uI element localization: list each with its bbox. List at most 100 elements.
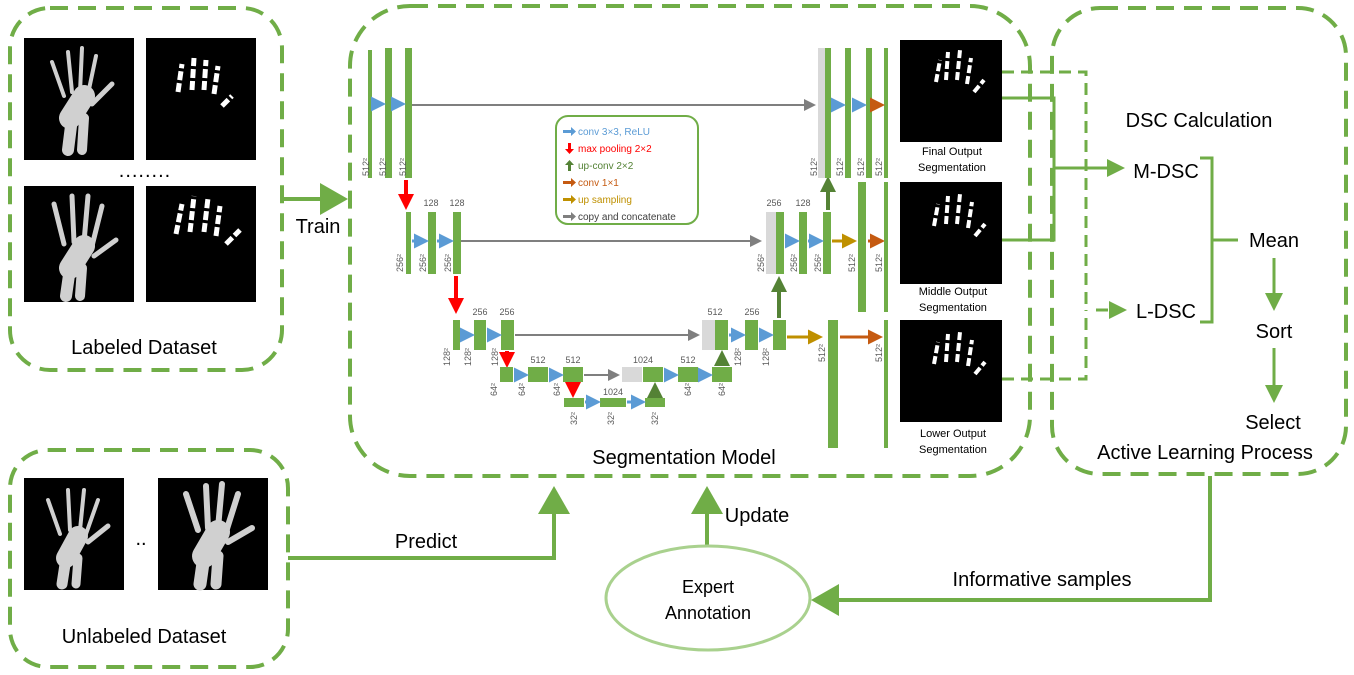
channel-label: 256 bbox=[499, 307, 514, 317]
enc-l2-block1 bbox=[406, 212, 411, 274]
enc-l3-block3 bbox=[501, 320, 514, 350]
active-learning-label: Active Learning Process bbox=[1097, 442, 1313, 464]
size-label: 512² bbox=[847, 254, 857, 272]
legend-box bbox=[555, 115, 699, 225]
size-label: 256² bbox=[395, 254, 405, 272]
active-learning-box bbox=[1050, 6, 1348, 476]
size-label: 64² bbox=[552, 383, 562, 396]
enc-l4-block1 bbox=[500, 367, 513, 382]
dec-l4-block2 bbox=[678, 367, 698, 382]
expert-annotation-line1: Expert bbox=[682, 577, 734, 597]
labeled-mask-1 bbox=[146, 38, 256, 160]
dec-l3-block2 bbox=[745, 320, 758, 350]
lower-output-label-1: Lower Output bbox=[920, 428, 986, 440]
informative-samples-arrow bbox=[811, 476, 1212, 616]
size-label: 512² bbox=[378, 158, 388, 176]
size-label: 128² bbox=[490, 348, 500, 366]
unlabeled-dataset-label: Unlabeled Dataset bbox=[62, 626, 227, 648]
down-arrow-icon bbox=[565, 143, 574, 154]
legend-label: up-conv 2×2 bbox=[578, 161, 634, 172]
segmentation-model-label: Segmentation Model bbox=[592, 447, 775, 469]
size-label: 128² bbox=[463, 348, 473, 366]
size-label: 64² bbox=[517, 383, 527, 396]
bottleneck-block3 bbox=[645, 398, 665, 407]
channel-label: 128 bbox=[795, 198, 810, 208]
unlabeled-xray-1 bbox=[24, 478, 124, 590]
labeled-xray-2 bbox=[24, 186, 134, 302]
channel-label: 128 bbox=[449, 198, 464, 208]
dec-l4-block3 bbox=[712, 367, 732, 382]
dsc-calculation-label: DSC Calculation bbox=[1126, 110, 1273, 132]
dec-l2-block2 bbox=[799, 212, 807, 274]
final-to-ldsc-dashed bbox=[1002, 70, 1088, 310]
size-label: 128² bbox=[761, 348, 771, 366]
enc-l1-block3 bbox=[405, 48, 412, 178]
informative-samples-label: Informative samples bbox=[953, 569, 1132, 591]
size-label: 128² bbox=[442, 348, 452, 366]
size-label: 512² bbox=[809, 158, 819, 176]
sort-label: Sort bbox=[1256, 321, 1293, 343]
lower-to-ldsc-dashed bbox=[1002, 310, 1088, 381]
enc-l3-block1 bbox=[453, 320, 460, 350]
channel-label: 256 bbox=[472, 307, 487, 317]
size-label: 32² bbox=[569, 412, 579, 425]
right-arrow-icon bbox=[563, 195, 576, 204]
size-label: 512² bbox=[874, 254, 884, 272]
dec-l3-concat bbox=[702, 320, 715, 350]
dec-l2-block1 bbox=[776, 212, 784, 274]
expert-annotation-line2: Annotation bbox=[665, 603, 751, 623]
expert-annotation-ellipse bbox=[604, 544, 812, 652]
unlabeled-xray-2 bbox=[158, 478, 268, 591]
enc-l1-block2 bbox=[385, 48, 392, 178]
select-label: Select bbox=[1245, 412, 1301, 434]
enc-l4-block2 bbox=[528, 367, 548, 382]
labeled-ellipsis: ........ bbox=[119, 160, 171, 182]
dec-l4-concat bbox=[622, 367, 642, 382]
legend-label: conv 3×3, ReLU bbox=[578, 127, 650, 138]
middle-to-mdsc-line bbox=[1002, 168, 1056, 242]
enc-l3-block2 bbox=[474, 320, 486, 350]
final-output-block bbox=[884, 48, 888, 178]
dec-l3-block3 bbox=[773, 320, 786, 350]
lower-output-image bbox=[900, 320, 1002, 422]
legend-label: up sampling bbox=[578, 195, 632, 206]
up-arrow-icon bbox=[565, 160, 574, 171]
channel-label: 1024 bbox=[603, 387, 623, 397]
middle-upsampled-block bbox=[858, 182, 866, 312]
channel-label: 512 bbox=[680, 355, 695, 365]
enc-l1-block1 bbox=[368, 50, 372, 178]
mean-label: Mean bbox=[1249, 230, 1299, 252]
unlabeled-dataset-box bbox=[8, 448, 290, 669]
legend-label: max pooling 2×2 bbox=[578, 144, 652, 155]
legend-item: up sampling bbox=[563, 195, 632, 206]
dec-l1-concat bbox=[818, 48, 825, 178]
middle-output-label-1: Middle Output bbox=[919, 286, 987, 298]
legend-item: conv 3×3, ReLU bbox=[563, 127, 650, 138]
train-label: Train bbox=[296, 216, 341, 238]
final-output-label-1: Final Output bbox=[922, 146, 982, 158]
channel-label: 1024 bbox=[633, 355, 653, 365]
predict-label: Predict bbox=[395, 531, 458, 553]
size-label: 256² bbox=[813, 254, 823, 272]
size-label: 64² bbox=[683, 383, 693, 396]
legend-items: conv 3×3, ReLU max pooling 2×2 up-conv 2×2… bbox=[563, 127, 676, 223]
bottleneck-block2 bbox=[600, 398, 626, 407]
right-arrow-icon bbox=[563, 127, 576, 136]
dec-l1-block2 bbox=[845, 48, 851, 178]
legend-label: copy and concatenate bbox=[578, 212, 676, 223]
channel-label: 512 bbox=[530, 355, 545, 365]
size-label: 64² bbox=[489, 383, 499, 396]
unlabeled-ellipsis: .. bbox=[135, 528, 146, 550]
final-output-image bbox=[900, 40, 1002, 142]
dec-l1-block3 bbox=[866, 48, 872, 178]
middle-output-block bbox=[884, 182, 888, 312]
middle-output-image bbox=[900, 182, 1002, 284]
mean-bracket bbox=[1200, 156, 1238, 324]
labeled-mask-2 bbox=[146, 186, 256, 302]
size-label: 512² bbox=[817, 344, 827, 362]
channel-label: 512 bbox=[707, 307, 722, 317]
size-label: 32² bbox=[606, 412, 616, 425]
legend-item: max pooling 2×2 bbox=[565, 143, 652, 155]
dec-l2-block3 bbox=[823, 212, 831, 274]
